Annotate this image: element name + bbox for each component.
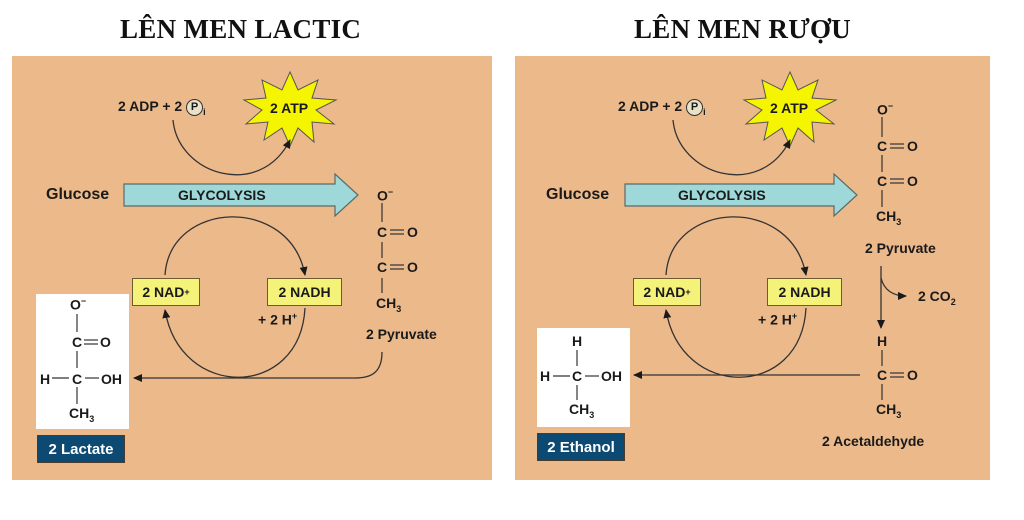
lactate-o-minus: O− (70, 296, 87, 313)
ethanol-h: H (540, 368, 551, 384)
nad-to-nadh-arc (665, 216, 809, 276)
pyruvate-label: 2 Pyruvate (865, 240, 936, 256)
pyruvate-o-minus: O− (877, 101, 894, 118)
lactate-label: 2 Lactate (37, 435, 125, 463)
pyruvate-c2: C (877, 173, 888, 189)
nad-box: 2 NAD+ (633, 278, 701, 306)
ethanol-h-top: H (572, 333, 583, 349)
acetaldehyde-label: 2 Acetaldehyde (822, 433, 925, 449)
adp-atp-arc (672, 119, 791, 176)
h-plus-label: + 2 H+ (758, 311, 798, 328)
pyruvate-ch3: CH3 (376, 295, 402, 314)
nadh-box: 2 NADH (767, 278, 842, 306)
nadh-to-nad-arc (663, 307, 807, 378)
lactic-graphics (123, 70, 404, 382)
co2-label: 2 CO2 (918, 288, 956, 307)
pyruvate-c1: C (877, 138, 888, 154)
pyruvate-o1: O (407, 224, 418, 240)
atp-label: 2 ATP (770, 100, 809, 116)
pyruvate-o1: O (907, 138, 918, 154)
nadh-box: 2 NADH (267, 278, 342, 306)
ethanol-structure: H H C OH CH3 (537, 328, 630, 427)
h-plus-label: + 2 H+ (258, 311, 298, 328)
pyruvate-label: 2 Pyruvate (366, 326, 437, 342)
acetaldehyde-h: H (877, 333, 888, 349)
nad-box: 2 NAD+ (132, 278, 200, 306)
glycolysis-arrow (123, 172, 359, 218)
adp-atp-arc (172, 119, 291, 176)
lactate-o: O (100, 334, 111, 350)
ethanol-label: 2 Ethanol (537, 433, 625, 461)
acetaldehyde-o: O (907, 367, 918, 383)
lactate-structure: O− C O H C OH CH3 (36, 294, 129, 429)
phosphate-icon: P (186, 98, 204, 116)
glycolysis-arrow (624, 172, 858, 218)
ethanol-oh: OH (601, 368, 622, 384)
lactic-title: LÊN MEN LACTIC (120, 14, 362, 44)
lactate-oh: OH (101, 371, 122, 387)
glucose-label: Glucose (546, 186, 610, 203)
alcohol-title: LÊN MEN RƯỢU (634, 14, 852, 44)
glucose-label: Glucose (46, 186, 110, 203)
phosphate-icon: P (686, 98, 704, 116)
pyruvate-ch3: CH3 (876, 208, 902, 227)
nadh-to-nad-arc (162, 307, 306, 378)
acetaldehyde-c: C (877, 367, 888, 383)
ethanol-c: C (572, 368, 583, 384)
pyruvate-o2: O (907, 173, 918, 189)
pyruvate-o-minus: O− (377, 187, 394, 204)
pyruvate-c1: C (377, 224, 388, 240)
pyruvate-c2: C (377, 259, 388, 275)
lactate-c1: C (72, 334, 83, 350)
nad-to-nadh-arc (164, 216, 308, 276)
pyruvate-o2: O (407, 259, 418, 275)
pyruvate-to-lactate-arrow (133, 351, 383, 382)
lactate-h: H (40, 371, 51, 387)
glycolysis-label: GLYCOLYSIS (178, 187, 266, 203)
ethanol-ch3: CH3 (569, 401, 595, 420)
acetaldehyde-ch3: CH3 (876, 401, 902, 420)
glycolysis-label: GLYCOLYSIS (678, 187, 766, 203)
co2-release-arrow (880, 277, 907, 300)
lactate-ch3: CH3 (69, 405, 95, 424)
atp-label: 2 ATP (270, 100, 309, 116)
lactate-c2: C (72, 371, 83, 387)
